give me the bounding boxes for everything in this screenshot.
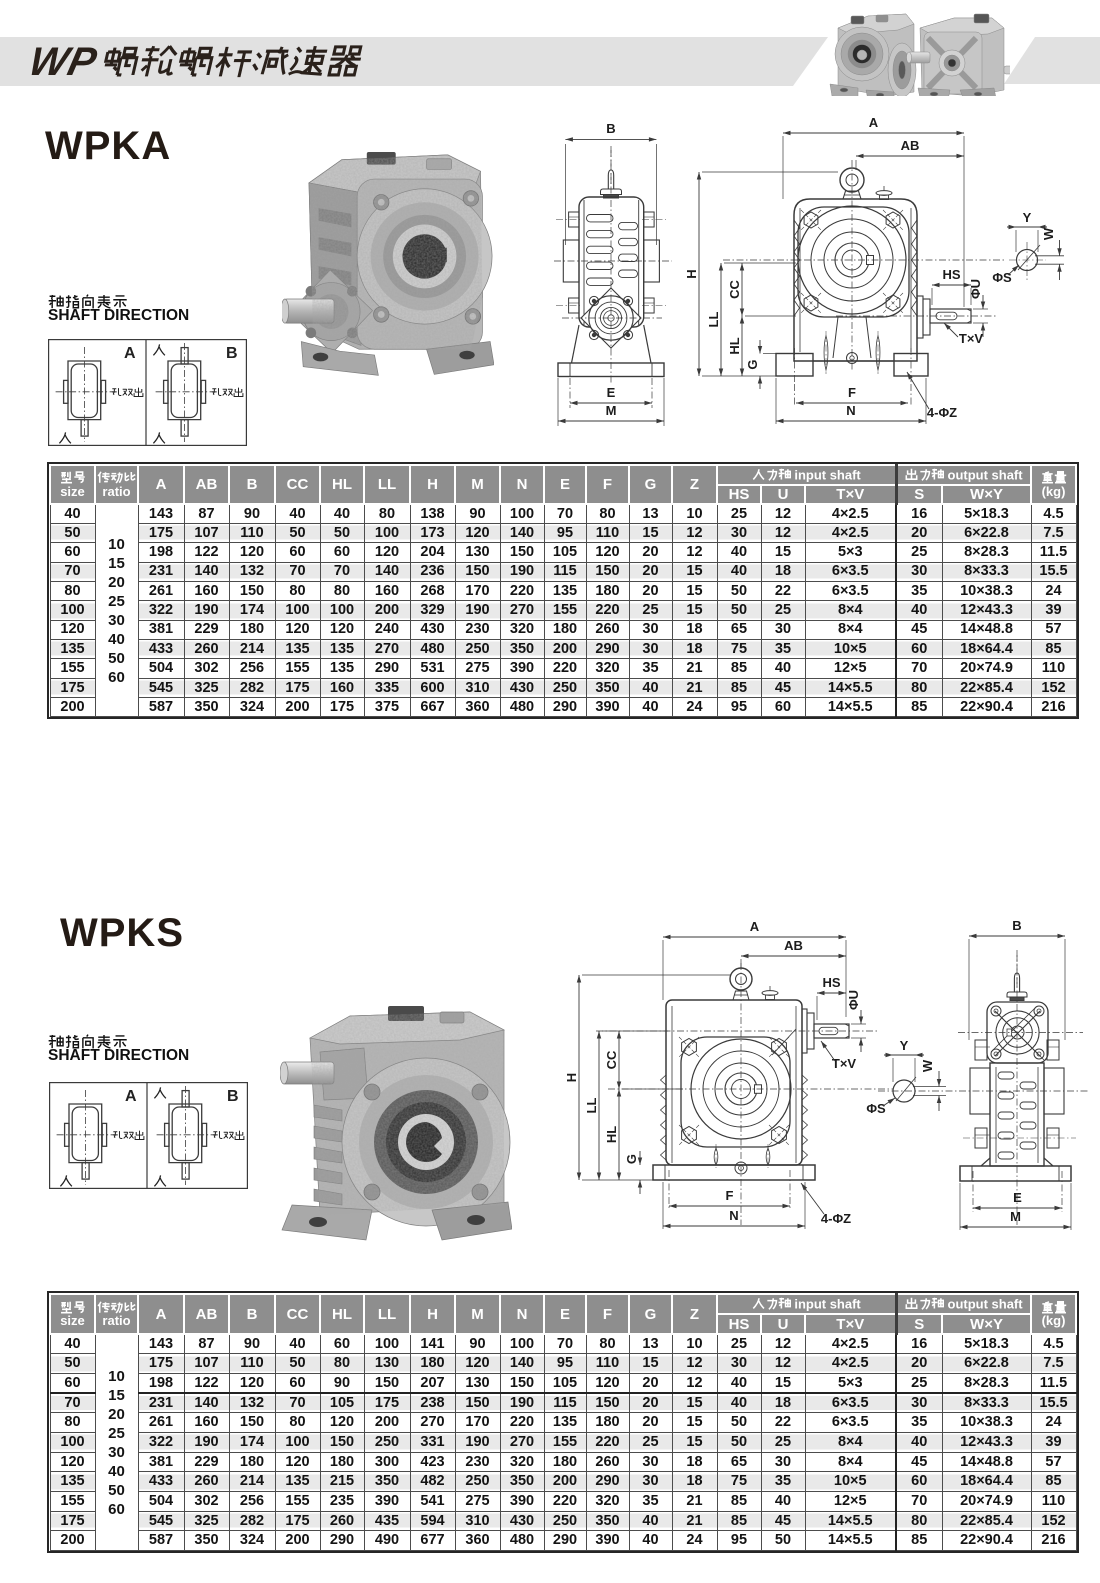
svg-text:B: B — [606, 121, 615, 136]
svg-text:H: H — [686, 269, 699, 278]
svg-text:LL: LL — [584, 1098, 599, 1114]
svg-text:Y: Y — [900, 1038, 909, 1053]
svg-text:HS: HS — [822, 975, 840, 990]
svg-text:AB: AB — [784, 938, 803, 953]
svg-text:T×V: T×V — [832, 1056, 857, 1071]
svg-text:E: E — [1013, 1190, 1022, 1205]
svg-text:Y: Y — [1023, 210, 1032, 225]
svg-text:G: G — [745, 359, 760, 369]
svg-text:A: A — [869, 115, 879, 130]
svg-text:HS: HS — [942, 267, 960, 282]
svg-text:CC: CC — [727, 280, 742, 299]
svg-text:F: F — [726, 1188, 734, 1203]
svg-text:ΦS: ΦS — [992, 270, 1012, 285]
svg-text:H: H — [564, 1073, 579, 1082]
svg-text:W: W — [1041, 227, 1056, 240]
svg-text:A: A — [750, 919, 760, 934]
svg-text:M: M — [606, 403, 617, 418]
svg-text:CC: CC — [604, 1050, 619, 1069]
svg-text:HL: HL — [727, 337, 742, 354]
svg-text:M: M — [1010, 1209, 1021, 1224]
svg-text:ΦS: ΦS — [866, 1101, 886, 1116]
svg-text:F: F — [848, 385, 856, 400]
svg-text:G: G — [624, 1154, 639, 1164]
svg-text:N: N — [846, 403, 855, 418]
svg-text:4-ΦZ: 4-ΦZ — [821, 1211, 851, 1226]
svg-text:W: W — [920, 1059, 935, 1072]
svg-text:T×V: T×V — [959, 331, 984, 346]
svg-text:ΦU: ΦU — [846, 990, 861, 1010]
svg-text:LL: LL — [706, 312, 721, 328]
svg-text:4-ΦZ: 4-ΦZ — [927, 405, 957, 420]
svg-text:AB: AB — [901, 138, 920, 153]
svg-text:N: N — [729, 1208, 738, 1223]
svg-text:E: E — [607, 385, 616, 400]
svg-text:HL: HL — [604, 1126, 619, 1143]
svg-text:B: B — [1012, 918, 1021, 933]
svg-text:ΦU: ΦU — [968, 279, 983, 299]
